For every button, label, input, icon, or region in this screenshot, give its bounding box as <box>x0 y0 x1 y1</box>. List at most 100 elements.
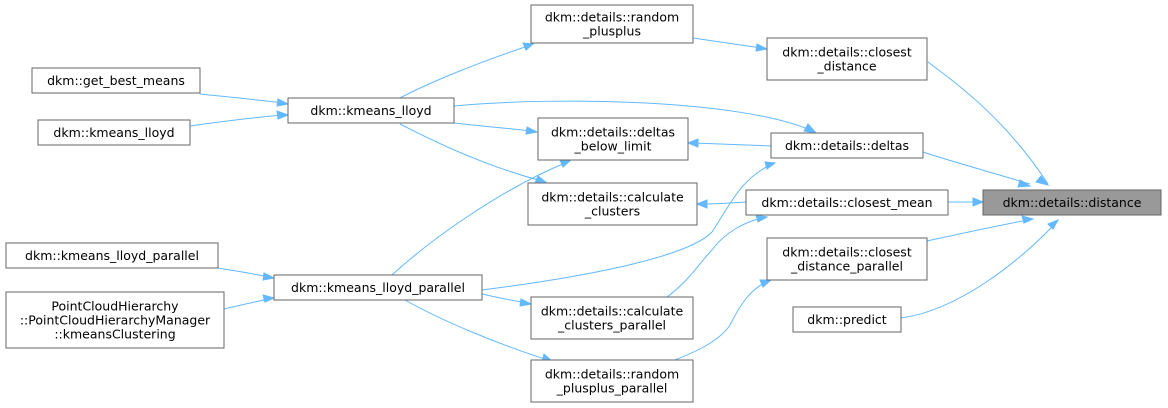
node-label-line: dkm::get_best_means <box>47 73 185 88</box>
node-box <box>770 132 924 159</box>
arrowhead <box>559 159 573 168</box>
node-kmeans-lloyd-caller[interactable]: dkm::kmeans_lloyd <box>37 119 191 146</box>
arrowhead <box>759 279 773 288</box>
edge-line <box>926 219 1029 242</box>
edge-line <box>189 114 284 127</box>
edge-to-kmeans-lloyd <box>199 93 290 107</box>
node-label-line: dkm::details::closest <box>782 45 912 60</box>
node-label-line: dkm::kmeans_lloyd_parallel <box>25 248 199 263</box>
edge-to-distance <box>926 215 1035 242</box>
arrowhead <box>1017 179 1032 188</box>
edge-line <box>453 122 533 132</box>
node-label-line: dkm::details::closest <box>782 245 912 260</box>
node-label-line: ::kmeansClustering <box>54 327 175 342</box>
node-label-line: _clusters <box>584 204 640 219</box>
arrowhead <box>1035 175 1050 186</box>
node-get-best-means[interactable]: dkm::get_best_means <box>31 67 201 94</box>
node-calculate-clusters-parallel[interactable]: dkm::details::calculate_clusters_paralle… <box>530 296 694 340</box>
edge-line <box>922 151 1031 185</box>
edge-line <box>391 162 566 276</box>
edge-line <box>223 298 270 310</box>
node-box <box>527 182 698 226</box>
node-label-line: _distance_parallel <box>790 259 903 274</box>
edge-to-distance <box>948 197 985 207</box>
node-deltas-below-limit[interactable]: dkm::details::deltas_below_limit <box>537 117 689 161</box>
node-closest-distance-parallel[interactable]: dkm::details::closest_distance_parallel <box>766 237 928 281</box>
node-label-line: _plusplus <box>582 24 641 39</box>
node-closest-distance[interactable]: dkm::details::closest_distance <box>766 37 928 81</box>
node-box <box>31 67 201 94</box>
edge-to-random-plusplus <box>399 42 535 99</box>
edge-line <box>927 61 1049 185</box>
edge-to-kmeans-lloyd-parallel <box>217 267 276 281</box>
edge-line <box>692 142 772 147</box>
arrowhead <box>972 197 985 207</box>
edge-to-distance <box>927 61 1050 186</box>
node-label-line: _clusters_parallel <box>557 318 666 333</box>
node-label-line: _below_limit <box>574 139 652 154</box>
edge-to-kmeans-lloyd-parallel <box>223 294 276 310</box>
edge-line <box>666 217 763 298</box>
edge-line <box>453 100 811 131</box>
node-label-line: ::PointCloudHierarchyManager <box>20 313 211 328</box>
node-label-line: dkm::kmeans_lloyd <box>310 103 431 118</box>
arrowhead <box>534 175 549 184</box>
node-kmeans-lloyd[interactable]: dkm::kmeans_lloyd <box>287 97 455 124</box>
node-distance[interactable]: dkm::details::distance <box>982 189 1162 216</box>
edge-to-closest-mean <box>666 214 769 298</box>
node-box <box>537 117 689 161</box>
edge-to-calculate-clusters <box>695 199 747 209</box>
node-label-line: dkm::details::closest_mean <box>761 195 932 210</box>
arrowhead <box>686 138 699 148</box>
node-label-line: dkm::details::deltas <box>785 138 909 153</box>
node-random-plusplus[interactable]: dkm::details::random_plusplus <box>530 4 694 44</box>
node-box <box>745 189 949 216</box>
node-box <box>792 306 902 333</box>
node-label-line: dkm::details::distance <box>1003 195 1142 210</box>
node-label-line: dkm::details::random <box>545 10 679 25</box>
node-box <box>766 237 928 281</box>
edge-to-deltas <box>453 100 818 134</box>
arrowhead <box>525 126 539 135</box>
nodes-layer: dkm::details::distancedkm::details::rand… <box>5 4 1162 403</box>
node-label-line: dkm::details::calculate <box>541 190 684 205</box>
node-label-line: dkm::details::random <box>545 367 679 382</box>
arrowhead <box>755 214 769 223</box>
edge-to-closest-distance-parallel <box>674 279 773 361</box>
node-predict[interactable]: dkm::predict <box>792 306 902 333</box>
node-label-line: dkm::predict <box>807 312 887 327</box>
edge-to-deltas <box>481 161 777 291</box>
edge-line <box>404 299 549 361</box>
node-label-line: dkm::details::calculate <box>541 304 684 319</box>
edge-to-deltas-below-limit <box>391 159 573 276</box>
arrowhead <box>764 161 777 170</box>
arrowhead <box>262 294 276 303</box>
node-kmeans-lloyd-parallel-caller[interactable]: dkm::kmeans_lloyd_parallel <box>5 242 219 269</box>
node-random-plusplus-parallel[interactable]: dkm::details::random_plusplus_parallel <box>530 359 694 403</box>
arrowhead <box>522 42 535 51</box>
edge-line <box>217 267 270 278</box>
edges-layer <box>189 37 1060 363</box>
node-kmeans-lloyd-parallel[interactable]: dkm::kmeans_lloyd_parallel <box>273 274 483 301</box>
edge-line <box>900 224 1055 319</box>
node-box <box>37 119 191 146</box>
node-label-line: PointCloudHierarchy <box>51 299 179 314</box>
edge-to-distance <box>922 151 1032 188</box>
edge-to-calculate-clusters-parallel <box>481 293 533 307</box>
edge-to-calculate-clusters <box>399 123 549 184</box>
node-closest-mean[interactable]: dkm::details::closest_mean <box>745 189 949 216</box>
edge-to-distance <box>900 219 1060 319</box>
edge-line <box>199 93 284 104</box>
arrowhead <box>1021 215 1035 224</box>
node-box <box>273 274 483 301</box>
edge-line <box>399 45 529 99</box>
node-label-line: _distance <box>816 59 877 74</box>
node-box <box>530 296 694 340</box>
edge-line <box>399 123 543 182</box>
node-box <box>5 242 219 269</box>
node-calculate-clusters[interactable]: dkm::details::calculate_clusters <box>527 182 698 226</box>
edge-to-kmeans-lloyd <box>189 110 290 127</box>
node-deltas[interactable]: dkm::details::deltas <box>770 132 924 159</box>
node-pointcloud[interactable]: PointCloudHierarchy::PointCloudHierarchy… <box>5 291 225 349</box>
